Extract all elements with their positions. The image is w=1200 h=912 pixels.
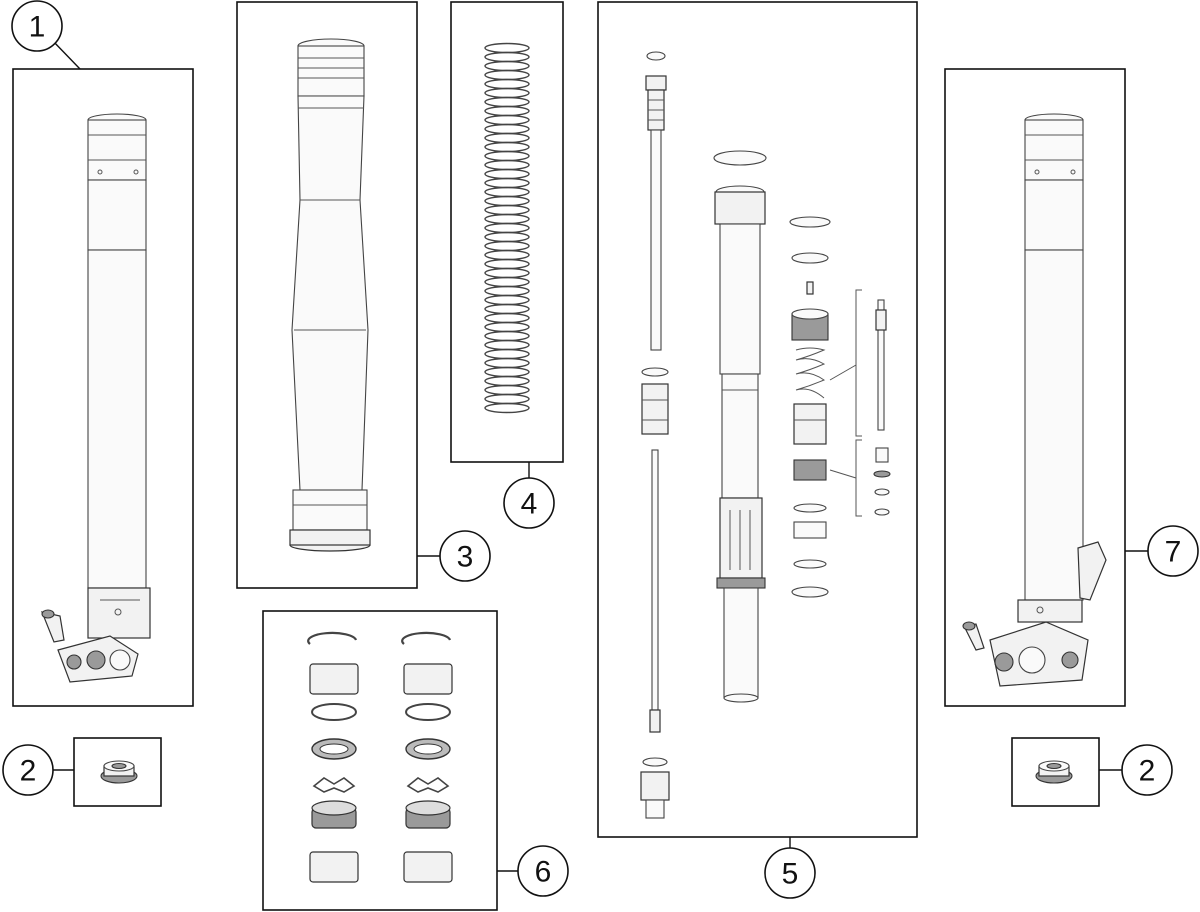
washer-ring: [311, 703, 357, 721]
callout-7: 7: [1147, 525, 1199, 577]
callout-4: 4: [503, 477, 555, 529]
spring-illustration: [484, 42, 530, 414]
callout-2-left: 2: [2, 744, 54, 796]
callout-5: 5: [764, 847, 816, 899]
circlip-ring: [401, 631, 452, 645]
group-4-spring: 4: [450, 1, 564, 529]
cap-right-illustration: [1035, 760, 1073, 784]
oil-seal-top: [311, 800, 357, 816]
group-7-fork-leg-right: 7: [944, 68, 1199, 707]
guide-bushing: [403, 663, 453, 695]
outer-tube-illustration: [289, 38, 371, 552]
callout-1-number: 1: [29, 11, 46, 44]
retaining-clip: [406, 777, 450, 793]
slide-bushing: [309, 851, 359, 883]
dust-seal-inner: [413, 743, 443, 755]
bushings-seals-illustration: [307, 631, 453, 883]
group-3-outer-tube: 3: [236, 1, 491, 589]
callout-7-number: 7: [1165, 536, 1182, 569]
group-1-fork-leg-left: 1: [11, 0, 194, 707]
oil-seal-top: [405, 800, 451, 816]
cap-left-illustration: [100, 760, 138, 784]
group-2-cap-left: 2: [2, 737, 162, 807]
group-5-cartridge: 5: [597, 1, 918, 899]
callout-2-right-number: 2: [1139, 755, 1156, 788]
fork-leg-right-illustration: [962, 113, 1107, 687]
retaining-clip: [312, 777, 356, 793]
group-6-frame: [262, 610, 498, 911]
guide-bushing: [309, 663, 359, 695]
callout-5-number: 5: [782, 858, 799, 891]
dust-seal-inner: [319, 743, 349, 755]
slide-bushing: [403, 851, 453, 883]
leader-line-1: [51, 39, 81, 70]
cartridge-illustration: [640, 51, 891, 819]
group-2-cap-right: 2: [1011, 737, 1173, 807]
washer-ring: [405, 703, 451, 721]
callout-3-number: 3: [457, 541, 474, 574]
callout-3: 3: [439, 530, 491, 582]
circlip-ring: [307, 631, 358, 645]
spring-coil: [484, 402, 530, 414]
callout-4-number: 4: [521, 488, 538, 521]
callout-1: 1: [11, 0, 63, 52]
callout-6-number: 6: [535, 856, 552, 889]
callout-2-right: 2: [1121, 744, 1173, 796]
callout-2-left-number: 2: [20, 755, 37, 788]
fork-leg-left-illustration: [41, 113, 151, 683]
group-6-bushings-seals: 6: [262, 610, 569, 911]
callout-6: 6: [517, 845, 569, 897]
